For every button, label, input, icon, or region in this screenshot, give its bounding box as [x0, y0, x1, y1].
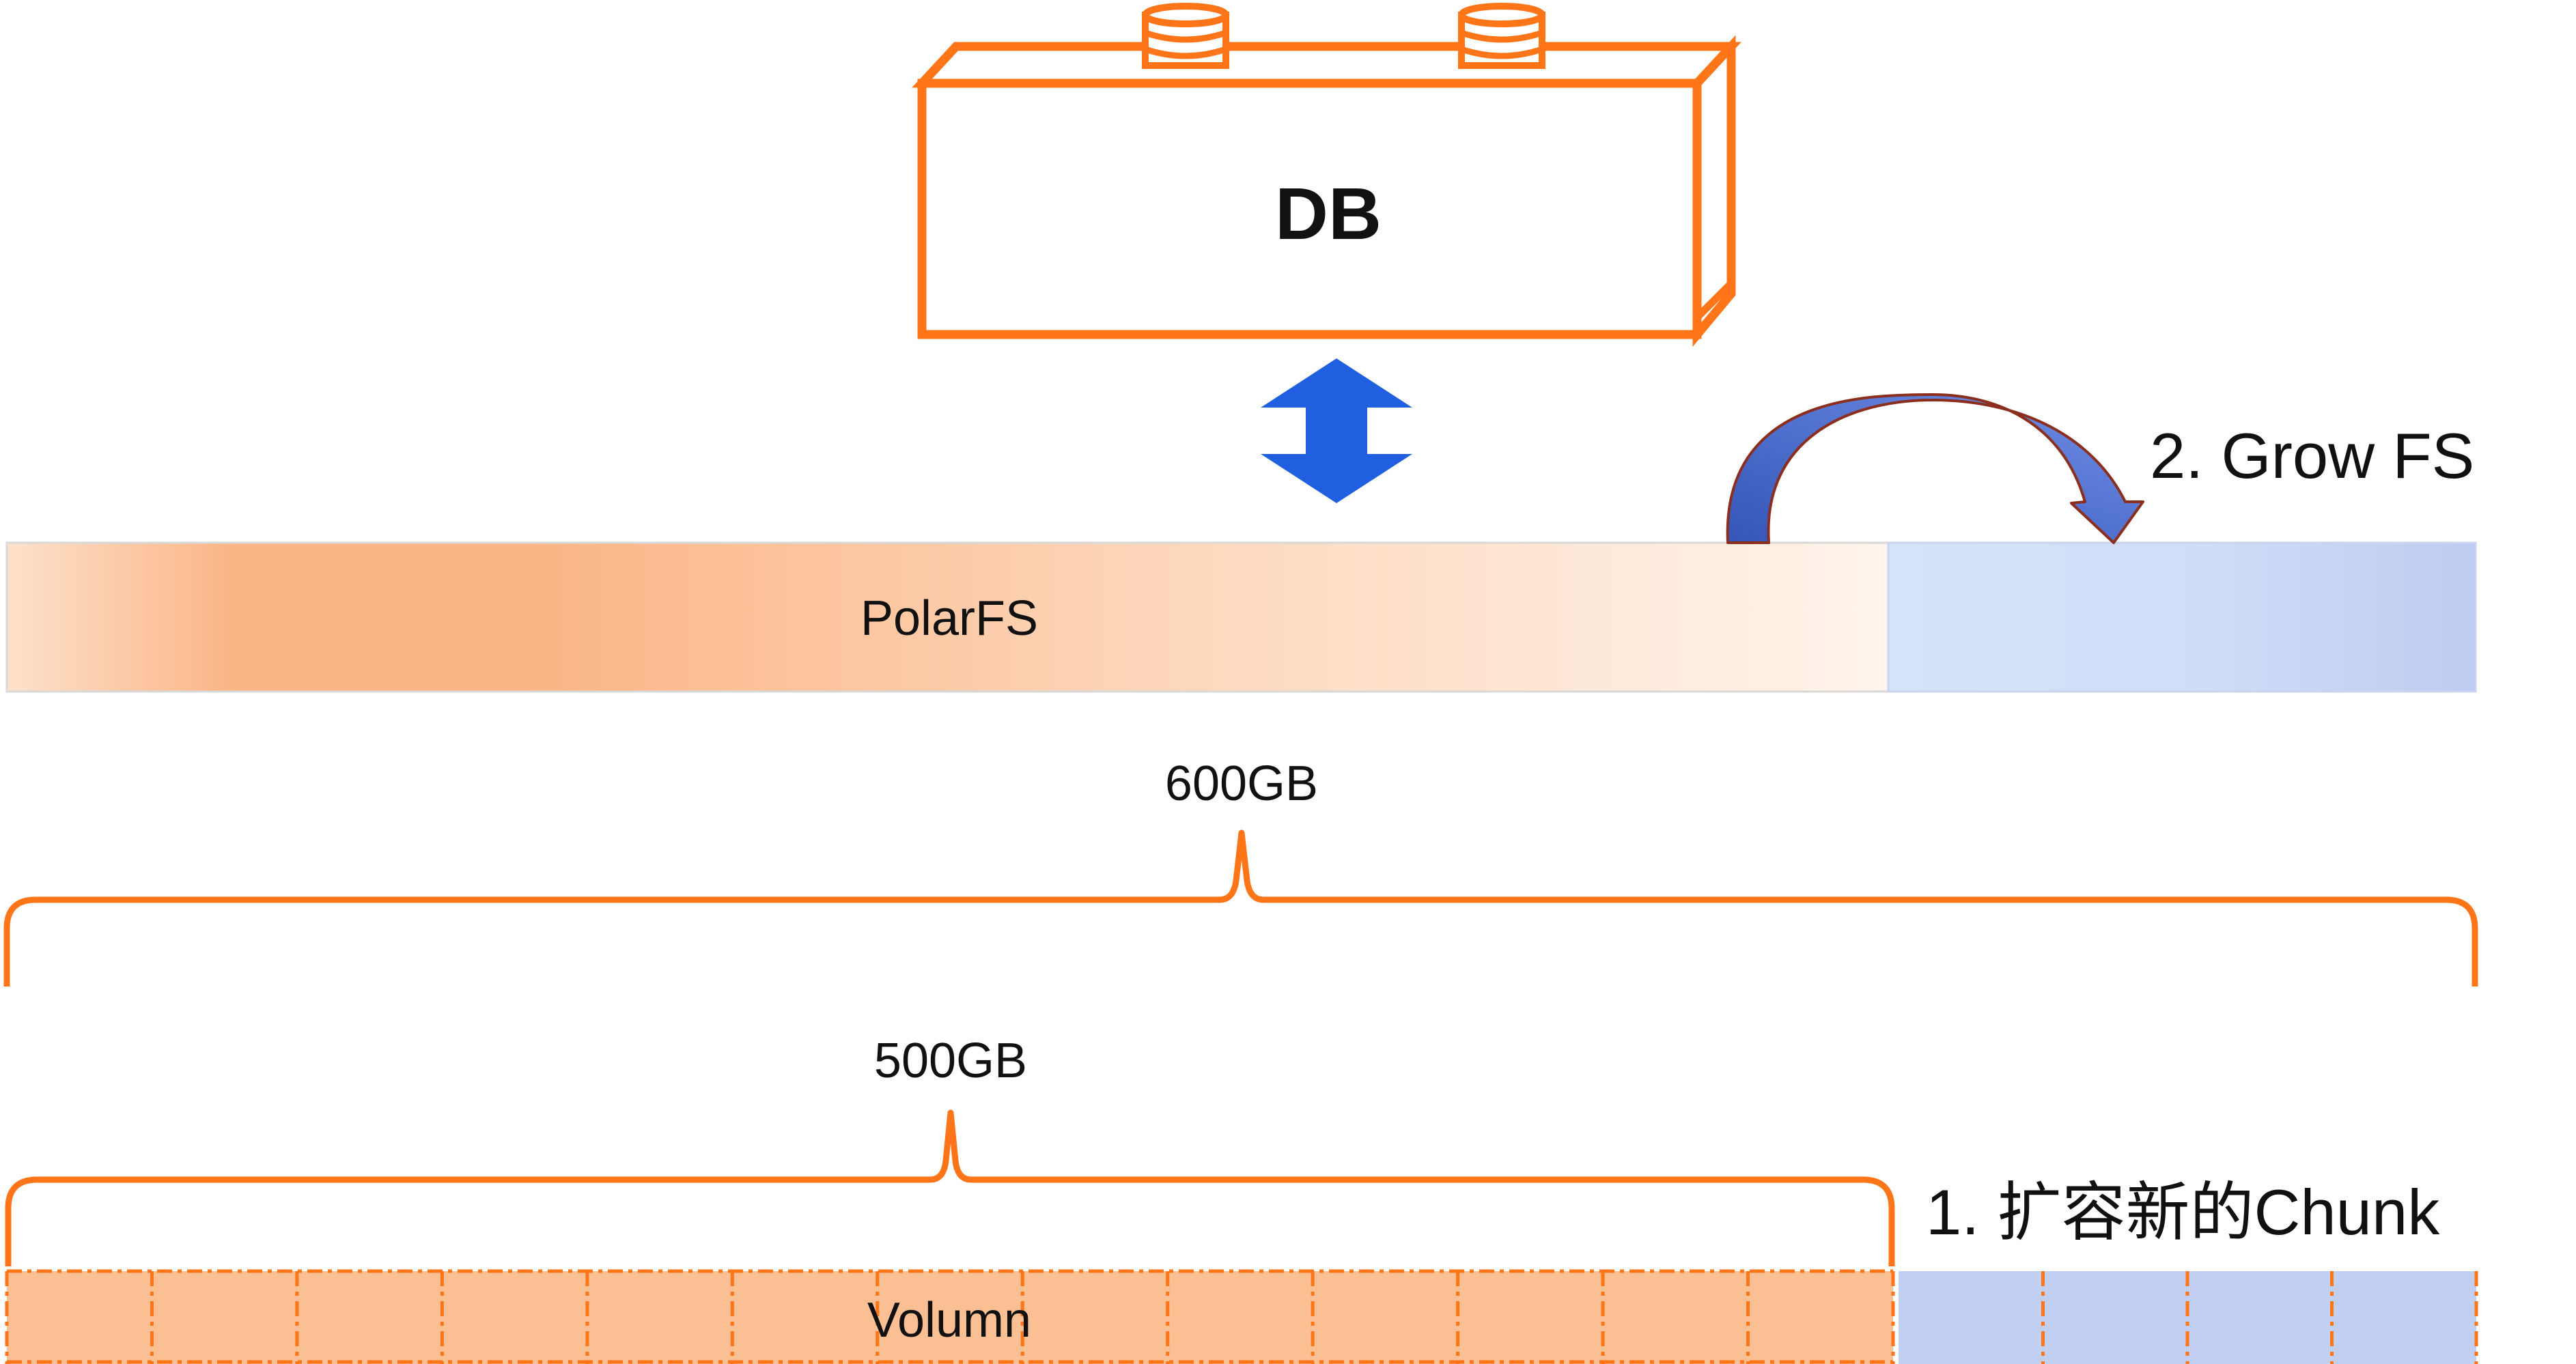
- disk-icon: [1458, 3, 1545, 69]
- size-600gb-label: 600GB: [1165, 756, 1318, 811]
- grow-curve-arrow-icon: [1726, 393, 2144, 544]
- size-500gb-label: 500GB: [874, 1034, 1027, 1088]
- db-front-face: [917, 79, 1702, 339]
- new-chunks-bar: [1899, 1271, 2478, 1364]
- volume-label: Volumn: [867, 1293, 1031, 1348]
- grow-fs-label: 2. Grow FS: [2150, 420, 2474, 492]
- polarfs-grown-segment: [1887, 541, 2477, 693]
- new-chunks-background: [1899, 1271, 2476, 1364]
- bidirectional-arrow-icon: [1261, 358, 1412, 503]
- db-top-face: [912, 42, 1741, 88]
- volume-chunks: [5, 1269, 1895, 1364]
- volume-bar: Volumn: [5, 1269, 1895, 1364]
- polarfs-label: PolarFS: [860, 591, 1038, 646]
- brace-500gb: [5, 1109, 1895, 1266]
- brace-600gb: [3, 829, 2478, 986]
- polarfs-existing-segment: [5, 541, 1890, 693]
- polarfs-bar: PolarFS: [5, 541, 2477, 693]
- db-server: DB: [912, 3, 1741, 347]
- db-label: DB: [1275, 172, 1382, 255]
- disk-icon: [1142, 3, 1229, 69]
- volume-background: [7, 1271, 1893, 1364]
- new-chunk-label: 1. 扩容新的Chunk: [1926, 1176, 2440, 1248]
